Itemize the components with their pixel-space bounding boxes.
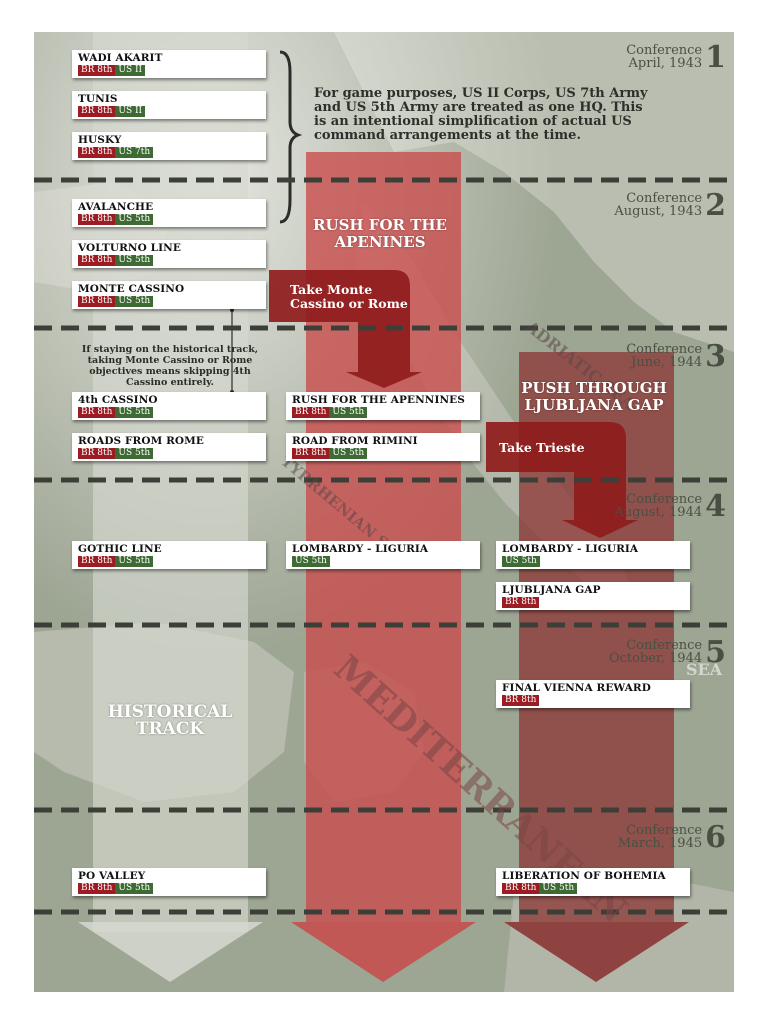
historical-track-note: If staying on the historical track, taki… (81, 344, 259, 388)
us-tag: US 5th (115, 407, 154, 418)
br-8th-tag: BR 8th (78, 296, 116, 307)
us-tag: US 5th (115, 296, 154, 307)
card-title: ROADS FROM ROME (78, 435, 204, 447)
card-title: TUNIS (78, 93, 118, 105)
conference-date: October, 1944 (608, 651, 703, 666)
br-8th-tag: BR 8th (78, 883, 116, 894)
conference-label: Conference (626, 191, 703, 206)
conference-label: Conference (626, 492, 703, 507)
take-monte-cassino-label: Take Monte Cassino or Rome (290, 282, 408, 311)
objective-card-lombardy-liguria-rush: LOMBARDY - LIGURIA US 5th (286, 541, 480, 569)
br-8th-tag: BR 8th (78, 106, 116, 117)
card-title: LJUBLJANA GAP (502, 584, 601, 596)
us-tag: US 5th (115, 448, 154, 459)
conference-number: 4 (705, 489, 726, 524)
br-8th-tag: BR 8th (78, 214, 116, 225)
br-8th-tag: BR 8th (78, 556, 116, 567)
card-title: WADI AKARIT (78, 52, 163, 64)
conference-label: Conference (626, 823, 703, 838)
card-title: VOLTURNO LINE (78, 242, 181, 254)
conference-label: Conference (626, 43, 703, 58)
br-8th-tag: BR 8th (502, 883, 540, 894)
us-tag: US II (115, 65, 146, 76)
card-title: LOMBARDY - LIGURIA (292, 543, 429, 555)
take-trieste-label: Take Trieste (499, 440, 585, 455)
us-hq-note: For game purposes, US II Corps, US 7th A… (314, 86, 648, 143)
br-8th-tag: BR 8th (292, 407, 330, 418)
conference-date: March, 1945 (617, 836, 703, 851)
sea-label: SEA (686, 660, 723, 679)
br-8th-tag: BR 8th (78, 147, 116, 158)
push-track-label: PUSH THROUGH LJUBLJANA GAP (521, 379, 667, 414)
card-title: GOTHIC LINE (78, 543, 162, 555)
card-title: ROAD FROM RIMINI (292, 435, 418, 447)
card-title: FINAL VIENNA REWARD (502, 682, 651, 694)
br-8th-tag: BR 8th (292, 448, 330, 459)
br-8th-tag: BR 8th (78, 255, 116, 266)
map-background (34, 32, 734, 992)
us-tag: US 5th (115, 214, 154, 225)
us-tag: US 5th (292, 556, 330, 567)
timeline-board: ADRIATIC SEA TYRRHENIAN SEA MEDITERRANEA… (34, 32, 734, 992)
conference-label: Conference (626, 342, 703, 357)
conference-date: June, 1944 (631, 355, 703, 370)
card-title: RUSH FOR THE APENNINES (292, 394, 465, 406)
br-8th-tag: BR 8th (502, 597, 540, 608)
card-title: LOMBARDY - LIGURIA (502, 543, 639, 555)
historical-track-label: HISTORICAL TRACK (107, 702, 233, 739)
rush-track-label: RUSH FOR THE APENINES (313, 216, 447, 251)
objective-card-lombardy-liguria-push: LOMBARDY - LIGURIA US 5th (496, 541, 690, 569)
card-title: LIBERATION OF BOHEMIA (502, 870, 666, 882)
conference-date: August, 1944 (614, 505, 703, 520)
objective-card-final-vienna-reward: FINAL VIENNA REWARD BR 8th (496, 680, 690, 708)
card-title: AVALANCHE (78, 201, 154, 213)
us-tag: US 5th (539, 883, 578, 894)
conference-number: 3 (705, 339, 726, 374)
conference-number: 6 (705, 820, 726, 855)
conference-date: August, 1943 (614, 204, 703, 219)
br-8th-tag: BR 8th (78, 65, 116, 76)
br-8th-tag: BR 8th (502, 695, 540, 706)
us-tag: US II (115, 106, 146, 117)
us-tag: US 7th (115, 147, 154, 158)
br-8th-tag: BR 8th (78, 448, 116, 459)
card-title: HUSKY (78, 134, 122, 146)
us-tag: US 5th (329, 448, 368, 459)
card-title: MONTE CASSINO (78, 283, 185, 295)
us-tag: US 5th (115, 255, 154, 266)
conference-date: April, 1943 (628, 56, 703, 71)
conference-label: Conference (626, 638, 703, 653)
us-tag: US 5th (115, 883, 154, 894)
card-title: PO VALLEY (78, 870, 146, 882)
us-tag: US 5th (329, 407, 368, 418)
conference-number: 2 (705, 188, 726, 223)
us-tag: US 5th (115, 556, 154, 567)
conference-number: 1 (705, 40, 726, 75)
card-title: 4th CASSINO (78, 394, 158, 406)
conference-number: 5 (705, 635, 726, 670)
us-tag: US 5th (502, 556, 540, 567)
objective-card-ljubljana-gap: LJUBLJANA GAP BR 8th (496, 582, 690, 610)
br-8th-tag: BR 8th (78, 407, 116, 418)
